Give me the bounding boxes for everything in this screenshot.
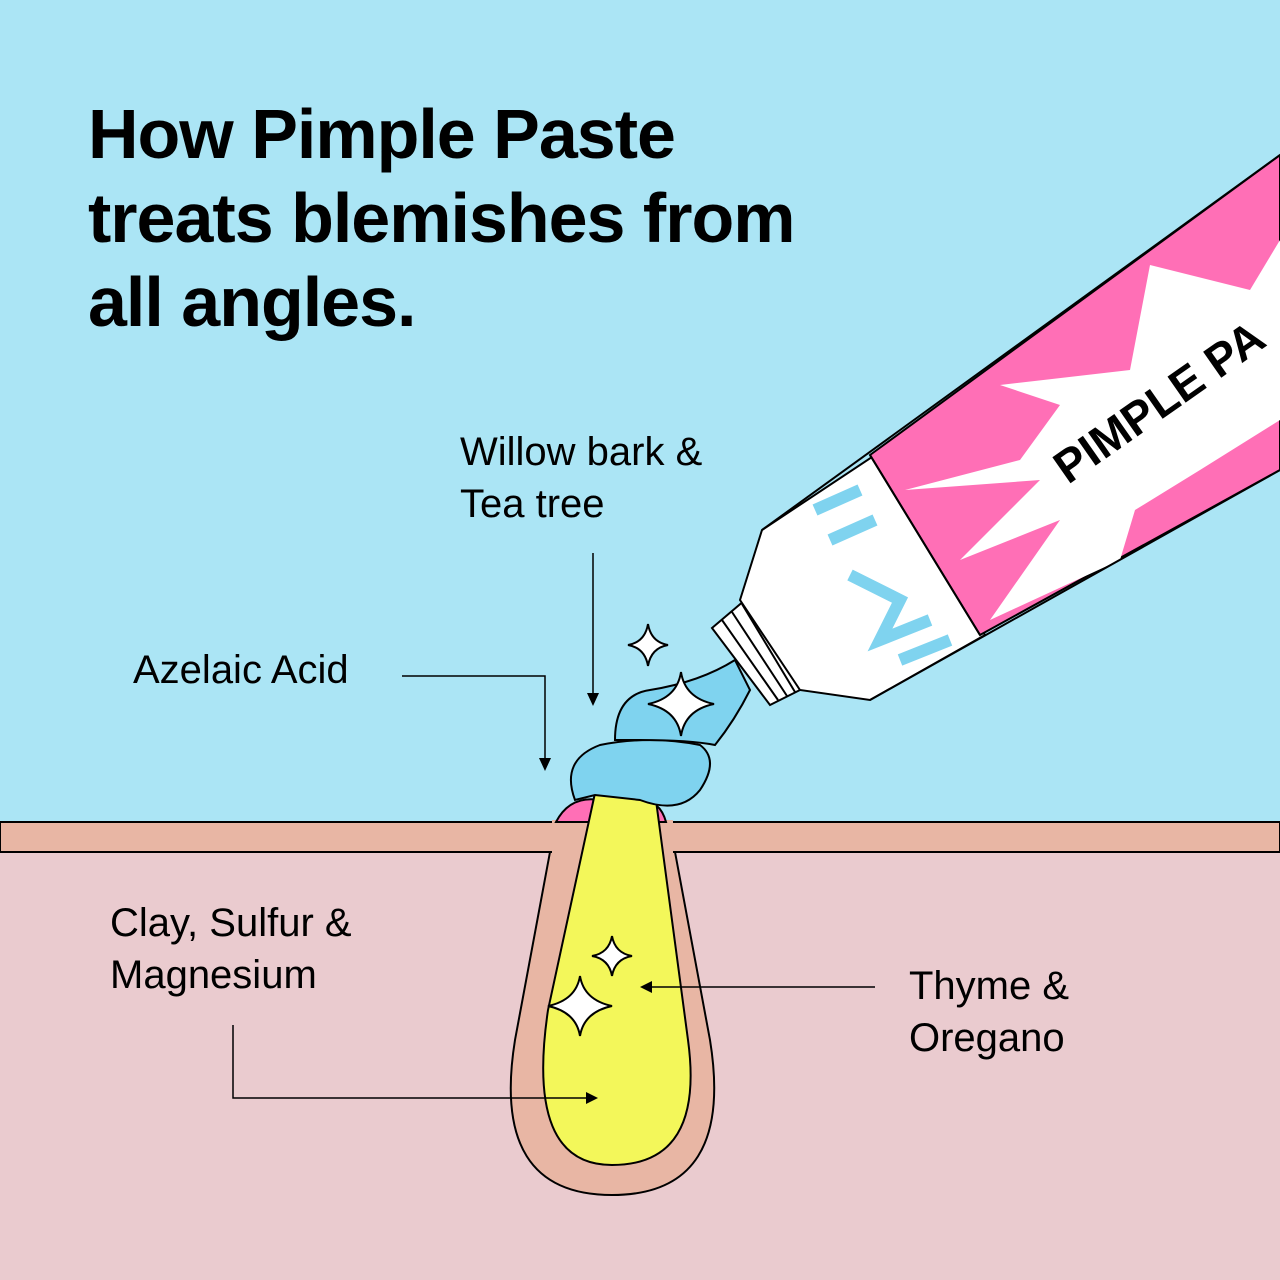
page-title: How Pimple Paste treats blemishes from a… <box>88 92 795 344</box>
arrow-azelaic <box>402 675 546 763</box>
tube-blue-logo <box>812 484 953 666</box>
label-willow-bark: Willow bark &Tea tree <box>460 430 703 526</box>
title-line: How Pimple Paste <box>88 95 676 173</box>
arrow-clay <box>232 1025 590 1099</box>
pointer-arrows <box>232 553 875 1099</box>
pimple-core <box>542 792 692 1167</box>
sparkle-icon <box>547 623 715 1037</box>
label-clay-sulfur: Clay, Sulfur &Magnesium <box>110 901 352 997</box>
title-line: treats blemishes from <box>88 179 795 257</box>
title-line: all angles. <box>88 263 416 341</box>
label-thyme-oregano: Thyme &Oregano <box>909 964 1070 1060</box>
paste-swirl <box>570 739 711 807</box>
pimple-paste-tube <box>710 153 1280 707</box>
label-azelaic-acid: Azelaic Acid <box>133 648 349 692</box>
